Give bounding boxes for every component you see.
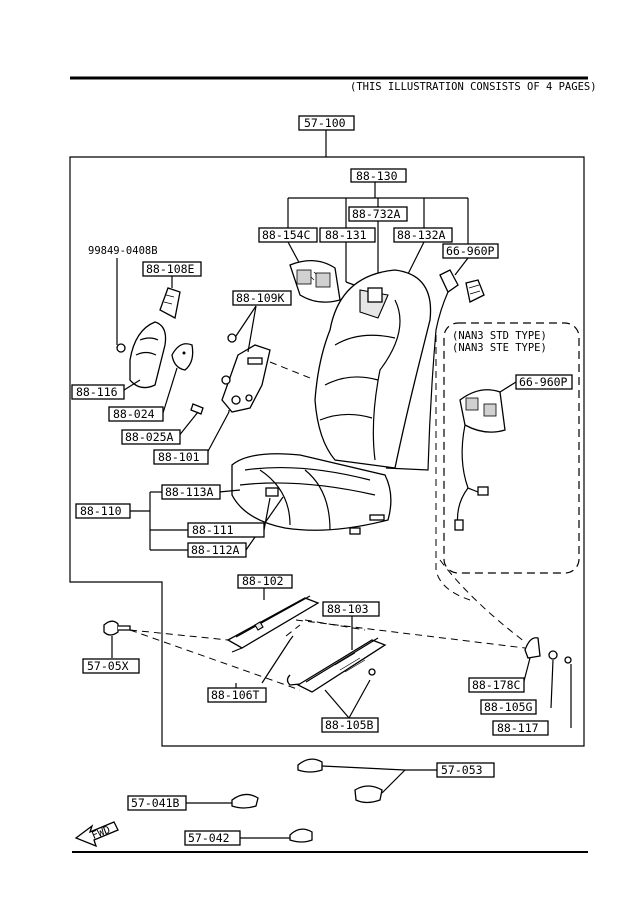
svg-text:88-131: 88-131 (325, 228, 367, 242)
label-88-109K: 88-109K (232, 290, 292, 306)
label-66-960P-top: 66-960P (442, 243, 499, 259)
svg-text:88-112A: 88-112A (191, 543, 240, 557)
label-88-102: 88-102 (237, 574, 293, 589)
svg-text:88-111: 88-111 (192, 523, 234, 537)
svg-text:88-106T: 88-106T (211, 688, 260, 702)
pin (190, 403, 204, 415)
svg-text:88-130: 88-130 (356, 169, 398, 183)
speaker-grill-right (315, 272, 331, 288)
svg-text:88-132A: 88-132A (397, 228, 446, 242)
label-88-105G: 88-105G (480, 699, 537, 715)
label-88-111: 88-111 (187, 522, 265, 538)
label-88-112A: 88-112A (187, 542, 247, 558)
label-57-100: 57-100 (298, 115, 355, 131)
svg-text:57-05X: 57-05X (87, 659, 129, 673)
label-66-960P-inset: 66-960P (515, 374, 573, 390)
speaker-grill-left (296, 269, 312, 285)
recliner-knob (171, 343, 194, 371)
seat-back (314, 269, 432, 469)
cap-57-042 (289, 828, 313, 843)
svg-text:57-053: 57-053 (441, 763, 483, 777)
label-88-116: 88-116 (71, 384, 125, 400)
label-88-178C: 88-178C (468, 677, 525, 693)
inset-side-cover (459, 389, 506, 433)
svg-text:88-102: 88-102 (242, 574, 284, 588)
label-88-024: 88-024 (108, 406, 164, 422)
svg-text:88-105G: 88-105G (484, 700, 533, 714)
cap-57-041b (231, 793, 259, 809)
label-88-131: 88-131 (319, 227, 376, 243)
speaker-unit (439, 269, 459, 293)
label-88-105B: 88-105B (321, 717, 379, 733)
fwd-arrow-icon: FWD (74, 821, 119, 848)
label-88-108E: 88-108E (142, 261, 202, 277)
label-88-110: 88-110 (75, 503, 131, 519)
svg-text:88-108E: 88-108E (146, 262, 195, 276)
label-88-101: 88-101 (153, 449, 209, 465)
label-57-053: 57-053 (436, 762, 495, 778)
svg-text:88-154C: 88-154C (262, 228, 311, 242)
inset-line-1: (NAN3 STD TYPE) (452, 330, 547, 342)
svg-text:66-960P: 66-960P (446, 244, 495, 258)
svg-text:57-100: 57-100 (304, 116, 346, 130)
svg-text:57-041B: 57-041B (131, 796, 180, 810)
svg-text:66-960P: 66-960P (519, 375, 568, 389)
knob-cover (159, 287, 181, 319)
seat-rail-right (296, 639, 387, 693)
seat-rail-left (226, 597, 320, 649)
svg-text:88-116: 88-116 (76, 385, 118, 399)
label-88-025A: 88-025A (121, 429, 181, 445)
inset-box (443, 322, 580, 574)
svg-text:88-025A: 88-025A (125, 430, 174, 444)
svg-text:88-732A: 88-732A (352, 207, 401, 221)
label-88-732A: 88-732A (348, 206, 408, 222)
label-88-154C: 88-154C (258, 227, 318, 243)
svg-text:88-117: 88-117 (497, 721, 539, 735)
inset-line-2: (NAN3 STE TYPE) (452, 342, 547, 354)
pages-note: (THIS ILLUSTRATION CONSISTS OF 4 PAGES) (350, 81, 597, 93)
label-57-041B: 57-041B (127, 795, 187, 811)
svg-text:88-101: 88-101 (158, 450, 200, 464)
svg-text:88-113A: 88-113A (165, 485, 214, 499)
svg-text:57-042: 57-042 (188, 831, 230, 845)
svg-text:88-103: 88-103 (327, 602, 369, 616)
assembly-frame (69, 156, 585, 747)
cap-57-053-a (297, 758, 323, 773)
svg-text:88-110: 88-110 (80, 504, 122, 518)
label-88-113A: 88-113A (161, 484, 221, 500)
label-88-106T: 88-106T (207, 687, 267, 703)
label-88-103: 88-103 (322, 601, 380, 617)
seat-cushion (231, 453, 392, 531)
label-57-042: 57-042 (184, 830, 241, 846)
svg-text:88-105B: 88-105B (325, 718, 374, 732)
label-88-117: 88-117 (492, 720, 549, 736)
svg-text:88-109K: 88-109K (236, 291, 285, 305)
label-88-132A: 88-132A (393, 227, 453, 243)
label-57-05X: 57-05X (82, 658, 140, 674)
cap-57-053-b (354, 785, 383, 804)
svg-text:88-178C: 88-178C (472, 678, 521, 692)
bolt-57-05x (103, 620, 119, 636)
label-88-130: 88-130 (350, 168, 407, 183)
svg-text:88-024: 88-024 (113, 407, 155, 421)
label-99849-0408B: 99849-0408B (88, 245, 158, 257)
side-shield (129, 321, 167, 389)
bracket-88-178c (524, 637, 541, 659)
